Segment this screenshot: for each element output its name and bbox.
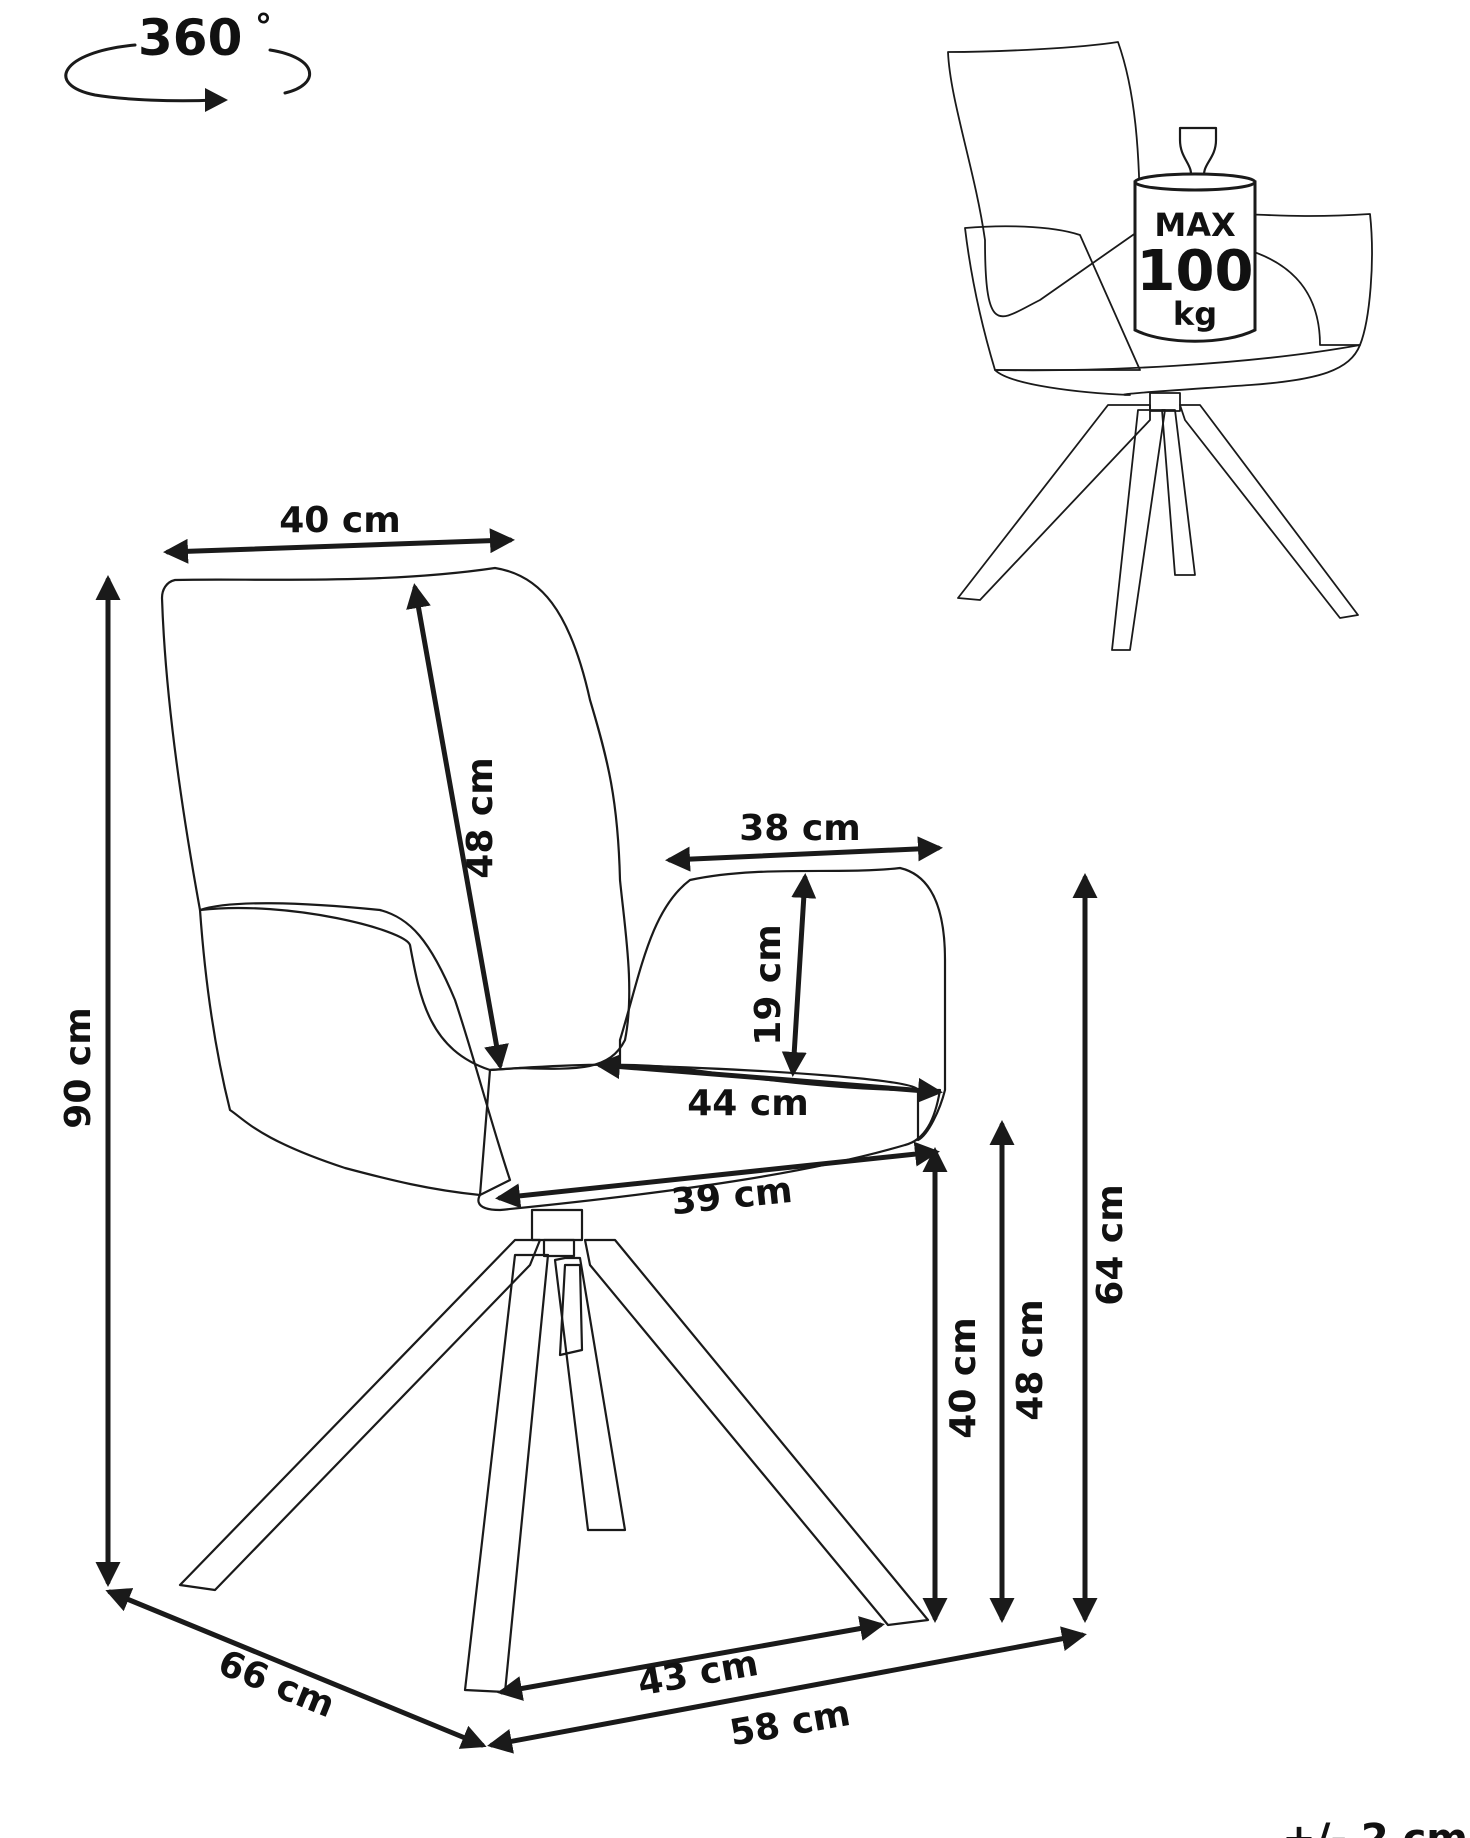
label-total-depth: 66 cm	[212, 1643, 340, 1727]
dim-line-seat-depth	[595, 1054, 943, 1103]
label-backrest-width: 40 cm	[279, 500, 400, 541]
label-backrest-height: 48 cm	[460, 757, 501, 878]
label-seat-depth: 44 cm	[687, 1083, 808, 1124]
main-chair-illustration	[160, 566, 947, 1694]
dim-line-total-width	[487, 1626, 1087, 1754]
rotation-degree-symbol: °	[255, 7, 272, 47]
label-leg-height: 40 cm	[943, 1317, 984, 1438]
dim-line-seat-width	[495, 1141, 940, 1209]
dim-line-backrest-width	[163, 528, 515, 564]
dim-line-armrest-height	[781, 873, 817, 1077]
load-unit: kg	[1173, 295, 1217, 333]
dim-line-total-depth	[105, 1588, 487, 1749]
label-total-height: 90 cm	[58, 1007, 99, 1128]
label-armrest-height: 19 cm	[748, 924, 789, 1045]
load-chair-illustration: MAX 100 kg	[947, 41, 1373, 651]
rotation-degrees: 360	[138, 9, 242, 67]
load-label: MAX	[1154, 206, 1236, 244]
load-value: 100	[1137, 239, 1254, 304]
label-seat-height: 48 cm	[1010, 1299, 1051, 1420]
label-base-depth: 43 cm	[635, 1643, 762, 1704]
label-armrest-width: 38 cm	[739, 808, 860, 849]
label-total-width: 58 cm	[727, 1693, 854, 1754]
dimension-labels: 40 cm 48 cm 38 cm 19 cm 44 cm 39 cm 90 c…	[58, 500, 1131, 1754]
tolerance-note: +/- 2 cm	[1282, 1816, 1468, 1838]
label-armrest-floor-height: 64 cm	[1090, 1184, 1131, 1305]
dim-line-backrest-height	[406, 583, 509, 1070]
rotation-icon: 360 °	[64, 7, 312, 112]
dimension-lines	[95, 528, 1098, 1754]
dim-line-armrest-width	[665, 836, 943, 872]
